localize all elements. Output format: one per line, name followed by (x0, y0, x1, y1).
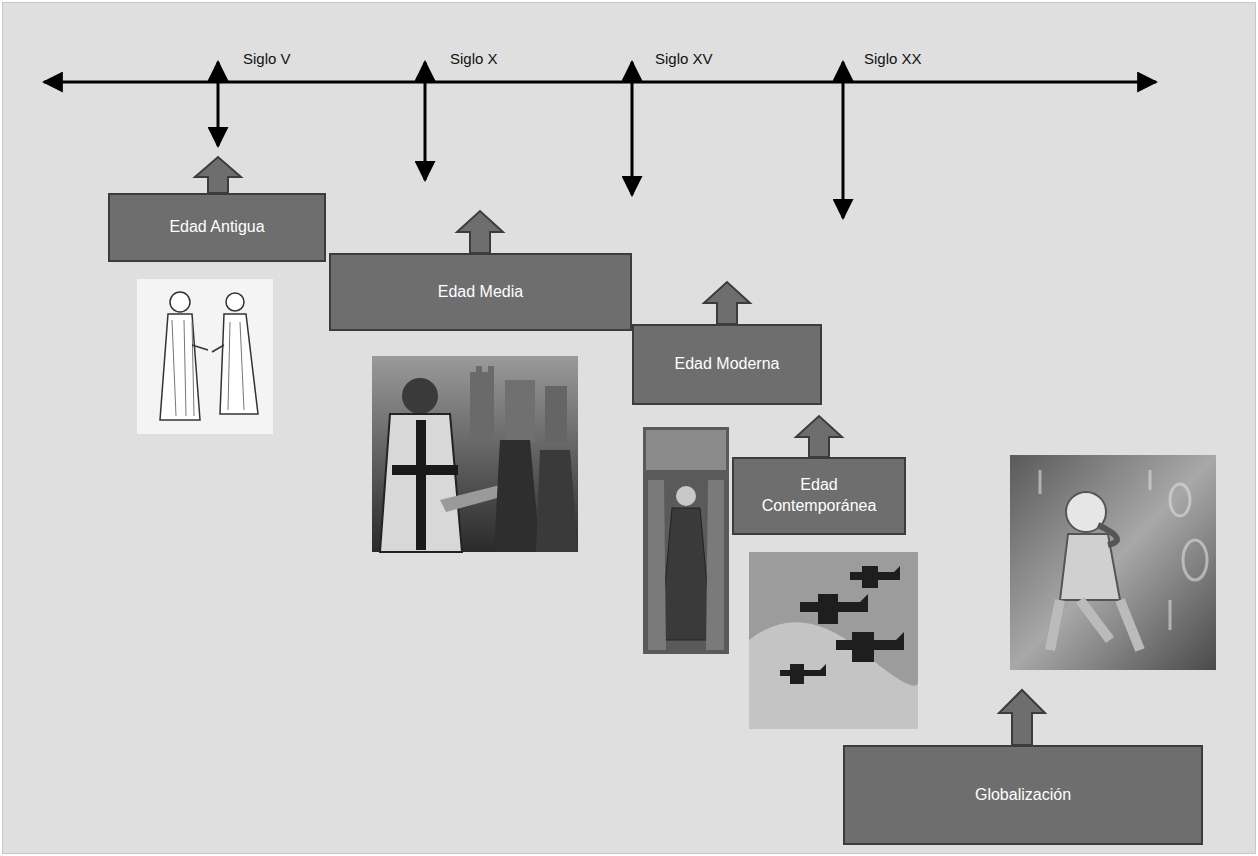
era-box: Globalización (843, 745, 1203, 845)
tick-arrow (424, 62, 427, 180)
era-box: Edad Antigua (108, 193, 326, 262)
era-box: Edad Media (329, 253, 632, 331)
era-box: Edad Moderna (632, 324, 822, 405)
tick-arrow (217, 62, 220, 146)
era-label: Edad Antigua (161, 213, 272, 242)
tick-arrow (631, 62, 634, 195)
era-label: Edad Contemporánea (734, 471, 904, 521)
timeline-axis (44, 81, 1156, 84)
century-label: Siglo XX (864, 50, 922, 67)
era-label: Edad Media (430, 278, 531, 307)
antiquity-picture (137, 279, 273, 434)
modern-picture (643, 427, 729, 654)
era-box: Edad Contemporánea (732, 457, 906, 535)
tick-arrow (842, 62, 845, 218)
century-label: Siglo X (450, 50, 498, 67)
robot-picture (1010, 455, 1216, 670)
era-label: Globalización (967, 781, 1079, 810)
century-label: Siglo XV (655, 50, 713, 67)
medieval-picture (372, 356, 578, 552)
war-planes-picture (749, 552, 918, 729)
era-label: Edad Moderna (667, 350, 788, 379)
century-label: Siglo V (243, 50, 291, 67)
